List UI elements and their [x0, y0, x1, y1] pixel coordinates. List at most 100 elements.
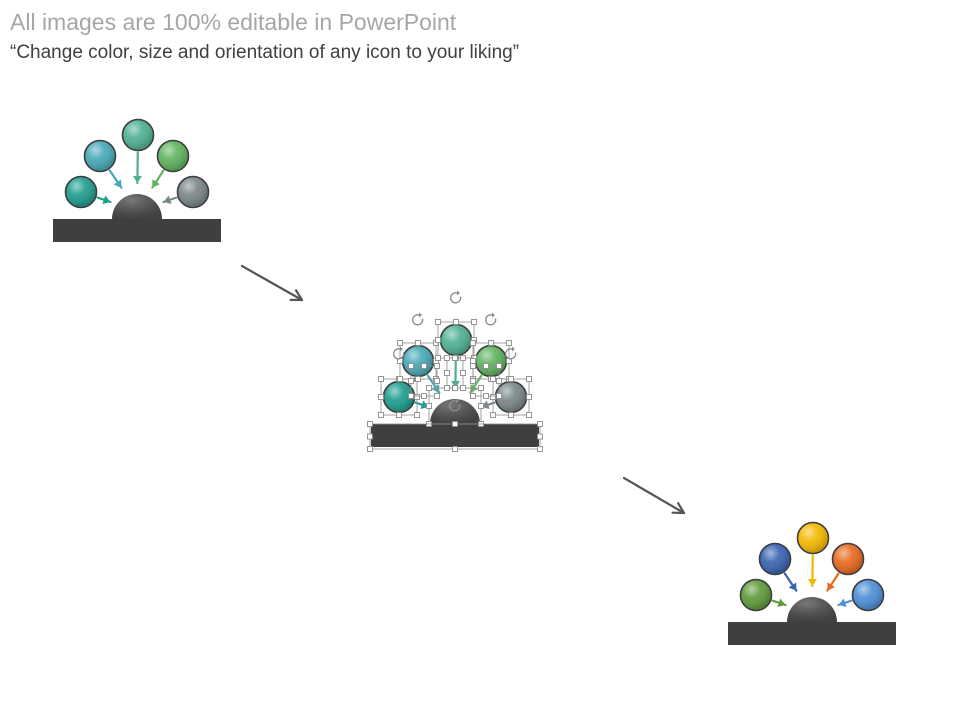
resize-handle[interactable] — [508, 376, 514, 382]
resize-handle[interactable] — [508, 412, 514, 418]
resize-handle[interactable] — [470, 378, 476, 384]
rotate-handle-arrowhead — [400, 346, 403, 352]
resize-handle[interactable] — [434, 363, 440, 369]
resize-handle[interactable] — [414, 394, 420, 400]
resize-handle[interactable] — [408, 378, 414, 384]
resize-handle[interactable] — [496, 378, 502, 384]
resize-handle[interactable] — [490, 394, 496, 400]
ball-left-low-gloss — [66, 177, 96, 207]
resize-handle[interactable] — [367, 433, 373, 440]
resize-handle[interactable] — [444, 370, 450, 376]
resize-handle[interactable] — [396, 412, 402, 418]
resize-handle[interactable] — [397, 340, 403, 346]
resize-handle[interactable] — [460, 385, 466, 391]
resize-handle[interactable] — [452, 421, 458, 427]
resize-handle[interactable] — [435, 337, 441, 343]
rotate-handle-arrowhead — [457, 290, 460, 296]
arrow-ball-left-high-head — [113, 179, 122, 188]
resize-handle[interactable] — [470, 393, 476, 399]
resize-handle[interactable] — [421, 393, 427, 399]
ball-left-high-gloss — [85, 141, 115, 171]
resize-handle[interactable] — [488, 340, 494, 346]
resize-handle[interactable] — [483, 363, 489, 369]
arrow-ball-right-low-head — [163, 195, 172, 205]
recolored-icon[interactable] — [728, 521, 896, 646]
resize-handle[interactable] — [434, 378, 440, 384]
resize-handle[interactable] — [444, 385, 450, 391]
ball-top-gloss — [798, 523, 828, 553]
resize-handle[interactable] — [378, 412, 384, 418]
rotate-handle-icon[interactable] — [485, 314, 497, 326]
rotate-handle-icon[interactable] — [450, 292, 462, 304]
connector-arrowhead — [671, 502, 686, 515]
resize-handle[interactable] — [408, 363, 414, 369]
resize-handle[interactable] — [452, 446, 458, 452]
resize-handle[interactable] — [421, 363, 427, 369]
resize-handle[interactable] — [426, 385, 432, 391]
resize-handle[interactable] — [478, 403, 484, 409]
slide-subtitle: “Change color, size and orientation of a… — [10, 42, 520, 63]
resize-handle[interactable] — [460, 355, 466, 361]
resize-handle[interactable] — [426, 403, 432, 409]
resize-handle[interactable] — [490, 412, 496, 418]
resize-handle[interactable] — [397, 376, 403, 382]
resize-handle[interactable] — [526, 412, 532, 418]
resize-handle[interactable] — [378, 394, 384, 400]
original-icon[interactable] — [53, 118, 221, 243]
rotate-handle-icon[interactable] — [505, 348, 517, 360]
resize-handle[interactable] — [490, 376, 496, 382]
connector-arrow-2 — [622, 476, 686, 515]
resize-handle[interactable] — [537, 446, 543, 452]
resize-handle[interactable] — [414, 412, 420, 418]
selection-handles-overlay[interactable] — [367, 290, 543, 452]
ball-top-gloss — [441, 325, 471, 355]
resize-handle[interactable] — [367, 446, 373, 452]
resize-handle[interactable] — [471, 319, 477, 325]
rotate-handle-arrowhead — [456, 398, 459, 404]
resize-handle[interactable] — [496, 363, 502, 369]
resize-handle[interactable] — [408, 393, 414, 399]
resize-handle[interactable] — [460, 370, 466, 376]
resize-handle[interactable] — [435, 355, 441, 361]
resize-handle[interactable] — [506, 340, 512, 346]
resize-handle[interactable] — [367, 421, 373, 427]
arrow-ball-right-high-head — [152, 179, 160, 188]
rotate-handle-icon[interactable] — [393, 348, 405, 360]
resize-handle[interactable] — [526, 394, 532, 400]
resize-handle[interactable] — [434, 393, 440, 399]
arrow-ball-right-low-head — [838, 598, 847, 608]
rotate-handle-icon[interactable] — [449, 400, 461, 412]
arrow-ball-left-low-head — [777, 598, 786, 608]
resize-handle[interactable] — [470, 340, 476, 346]
resize-handle[interactable] — [470, 363, 476, 369]
resize-handle[interactable] — [452, 355, 458, 361]
resize-handle[interactable] — [453, 319, 459, 325]
resize-handle[interactable] — [444, 355, 450, 361]
resize-handle[interactable] — [415, 376, 421, 382]
arrow-ball-right-high-head — [470, 384, 478, 393]
resize-handle[interactable] — [537, 421, 543, 427]
connector-arrow-1 — [240, 264, 304, 302]
arrow-ball-left-low-head — [102, 195, 111, 205]
ball-right-high-gloss — [833, 544, 863, 574]
base-slab — [371, 424, 539, 447]
resize-handle[interactable] — [415, 340, 421, 346]
resize-handle[interactable] — [526, 376, 532, 382]
resize-handle[interactable] — [537, 433, 543, 440]
resize-handle[interactable] — [483, 393, 489, 399]
resize-handle[interactable] — [496, 393, 502, 399]
slide-title: All images are 100% editable in PowerPoi… — [10, 9, 457, 35]
arrow-ball-top-head — [450, 380, 460, 389]
resize-handle[interactable] — [378, 376, 384, 382]
resize-handle[interactable] — [452, 385, 458, 391]
rotate-handle-icon[interactable] — [412, 314, 424, 326]
ball-right-low-gloss — [496, 382, 526, 412]
resize-handle[interactable] — [435, 319, 441, 325]
resize-handle[interactable] — [470, 358, 476, 364]
arrow-ball-top-head — [132, 175, 142, 184]
connector-line — [240, 264, 304, 302]
ball-right-high-gloss — [158, 141, 188, 171]
resize-handle[interactable] — [478, 385, 484, 391]
